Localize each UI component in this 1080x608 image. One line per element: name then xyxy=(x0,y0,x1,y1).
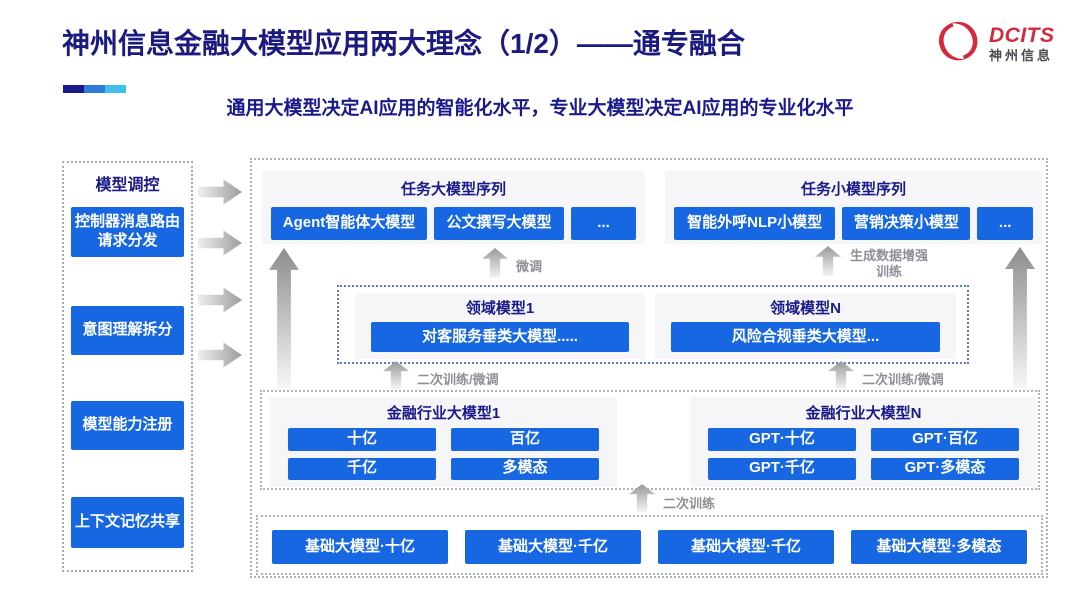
model-chip-gpt-100b: GPT·千亿 xyxy=(708,457,856,480)
logo-brand-text: DCITS xyxy=(989,23,1055,47)
model-chip-10b: 百亿 xyxy=(451,428,599,451)
domain-group-n-title: 领域模型N xyxy=(770,300,841,317)
data-augment-label: 生成数据增强训练 xyxy=(849,248,928,279)
retrain-label-bottom: 二次训练 xyxy=(663,496,716,511)
model-chip-more: ... xyxy=(977,207,1033,240)
arrow-up-icon xyxy=(383,361,409,389)
model-chip-base-1b: 基础大模型·十亿 xyxy=(272,530,448,564)
arrow-right-icon xyxy=(198,342,242,368)
task-small-model-group: 任务小模型序列 智能外呼NLP小模型 营销决策小模型 ... xyxy=(665,171,1042,244)
arrow-right-icon xyxy=(198,287,242,313)
sidebar-item-intent-split: 意图理解拆分 xyxy=(71,306,184,355)
task-small-title: 任务小模型序列 xyxy=(800,181,906,198)
arrow-right-icon xyxy=(198,230,242,256)
model-chip-customer-service: 对客服务垂类大模型..... xyxy=(371,322,629,352)
model-chip-multimodal: 多模态 xyxy=(451,457,599,480)
task-large-title: 任务大模型序列 xyxy=(400,181,506,198)
model-chip-base-multimodal: 基础大模型·多模态 xyxy=(851,530,1027,564)
arrow-up-icon xyxy=(828,361,854,389)
base-models-panel: 基础大模型·十亿 基础大模型·千亿 基础大模型·千亿 基础大模型·多模态 xyxy=(256,515,1043,575)
retrain-finetune-label-left: 二次训练/微调 xyxy=(417,372,499,387)
arrow-up-icon xyxy=(1005,247,1035,394)
logo-company-text: 神州信息 xyxy=(989,47,1054,63)
sidebar-model-control: 模型调控 控制器消息路由请求分发 意图理解拆分 模型能力注册 上下文记忆共享 xyxy=(62,161,193,572)
model-chip-document-writing: 公文撰写大模型 xyxy=(434,207,564,240)
fine-tune-label: 微调 xyxy=(516,259,543,274)
industry-model-group-n: 金融行业大模型N GPT·十亿 GPT·百亿 GPT·千亿 GPT·多模态 xyxy=(690,397,1037,487)
industry-models-panel: 金融行业大模型1 十亿 百亿 千亿 多模态 金融行业大模型N GPT·十亿 GP… xyxy=(260,390,1040,490)
arrow-up-icon xyxy=(269,248,299,394)
main-diagram-panel: 任务大模型序列 Agent智能体大模型 公文撰写大模型 ... 任务小模型序列 … xyxy=(250,158,1048,578)
sidebar-item-controller-routing: 控制器消息路由请求分发 xyxy=(71,207,184,257)
model-chip-agent: Agent智能体大模型 xyxy=(271,207,427,240)
model-chip-more: ... xyxy=(571,207,636,240)
sidebar-item-capability-register: 模型能力注册 xyxy=(71,401,184,450)
domain-group-1-title: 领域模型1 xyxy=(465,300,535,317)
model-chip-100b: 千亿 xyxy=(288,457,436,480)
model-chip-gpt-multimodal: GPT·多模态 xyxy=(871,457,1019,480)
sidebar-title: 模型调控 xyxy=(95,177,160,194)
page-title: 神州信息金融大模型应用两大理念（1/2）——通专融合 xyxy=(62,28,745,59)
arrow-up-icon xyxy=(482,248,508,278)
industry-group-n-title: 金融行业大模型N xyxy=(805,405,922,422)
model-chip-gpt-1b: GPT·十亿 xyxy=(708,428,856,451)
accent-bar xyxy=(63,85,126,93)
domain-model-group-1: 领域模型1 对客服务垂类大模型..... xyxy=(355,293,645,359)
model-chip-risk-compliance: 风险合规垂类大模型... xyxy=(671,322,940,352)
sidebar-item-context-share: 上下文记忆共享 xyxy=(71,497,184,548)
slide-subtitle: 通用大模型决定AI应用的智能化水平，专业大模型决定AI应用的专业化水平 xyxy=(226,98,854,119)
logo: DCITS 神州信息 xyxy=(936,18,1055,69)
arrow-right-icon xyxy=(198,179,242,205)
task-large-model-group: 任务大模型序列 Agent智能体大模型 公文撰写大模型 ... xyxy=(262,171,645,244)
industry-group-1-title: 金融行业大模型1 xyxy=(386,405,501,422)
model-chip-marketing-decision: 营销决策小模型 xyxy=(842,207,971,240)
dcits-swirl-icon xyxy=(929,12,989,75)
domain-model-group-n: 领域模型N 风险合规垂类大模型... xyxy=(655,293,956,359)
domain-models-panel: 领域模型1 对客服务垂类大模型..... 领域模型N 风险合规垂类大模型... xyxy=(337,285,969,364)
model-chip-outbound-nlp: 智能外呼NLP小模型 xyxy=(674,207,836,240)
arrow-up-icon xyxy=(815,246,841,276)
model-chip-gpt-10b: GPT·百亿 xyxy=(871,428,1019,451)
model-chip-1b: 十亿 xyxy=(288,428,436,451)
retrain-finetune-label-right: 二次训练/微调 xyxy=(862,372,944,387)
industry-model-group-1: 金融行业大模型1 十亿 百亿 千亿 多模态 xyxy=(270,397,617,487)
model-chip-base-100b-2: 基础大模型·千亿 xyxy=(658,530,834,564)
model-chip-base-100b: 基础大模型·千亿 xyxy=(465,530,641,564)
